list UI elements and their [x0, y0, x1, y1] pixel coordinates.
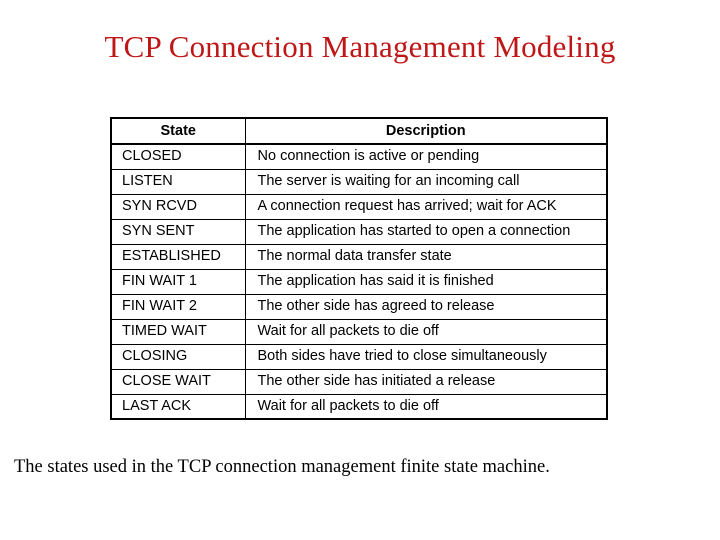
column-header-description: Description	[244, 117, 608, 145]
cell-description: The other side has agreed to release	[244, 293, 608, 320]
cell-state: ESTABLISHED	[110, 243, 246, 270]
cell-description: No connection is active or pending	[244, 143, 608, 170]
cell-state: CLOSE WAIT	[110, 368, 246, 395]
cell-state: FIN WAIT 2	[110, 293, 246, 320]
cell-state: LAST ACK	[110, 393, 246, 420]
cell-description: Wait for all packets to die off	[244, 318, 608, 345]
cell-description: The server is waiting for an incoming ca…	[244, 168, 608, 195]
cell-description: Wait for all packets to die off	[244, 393, 608, 420]
cell-description: The normal data transfer state	[244, 243, 608, 270]
cell-state: CLOSED	[110, 143, 246, 170]
column-header-state: State	[110, 117, 246, 145]
cell-state: LISTEN	[110, 168, 246, 195]
cell-description: A connection request has arrived; wait f…	[244, 193, 608, 220]
cell-state: TIMED WAIT	[110, 318, 246, 345]
figure-caption: The states used in the TCP connection ma…	[14, 457, 550, 477]
cell-description: Both sides have tried to close simultane…	[244, 343, 608, 370]
cell-state: FIN WAIT 1	[110, 268, 246, 295]
table-header: State Description	[110, 117, 608, 145]
cell-state: CLOSING	[110, 343, 246, 370]
cell-description: The application has started to open a co…	[244, 218, 608, 245]
cell-state: SYN RCVD	[110, 193, 246, 220]
cell-state: SYN SENT	[110, 218, 246, 245]
cell-description: The application has said it is finished	[244, 268, 608, 295]
page-title: TCP Connection Management Modeling	[104, 29, 616, 64]
cell-description: The other side has initiated a release	[244, 368, 608, 395]
table-header-row: State Description	[110, 117, 608, 145]
